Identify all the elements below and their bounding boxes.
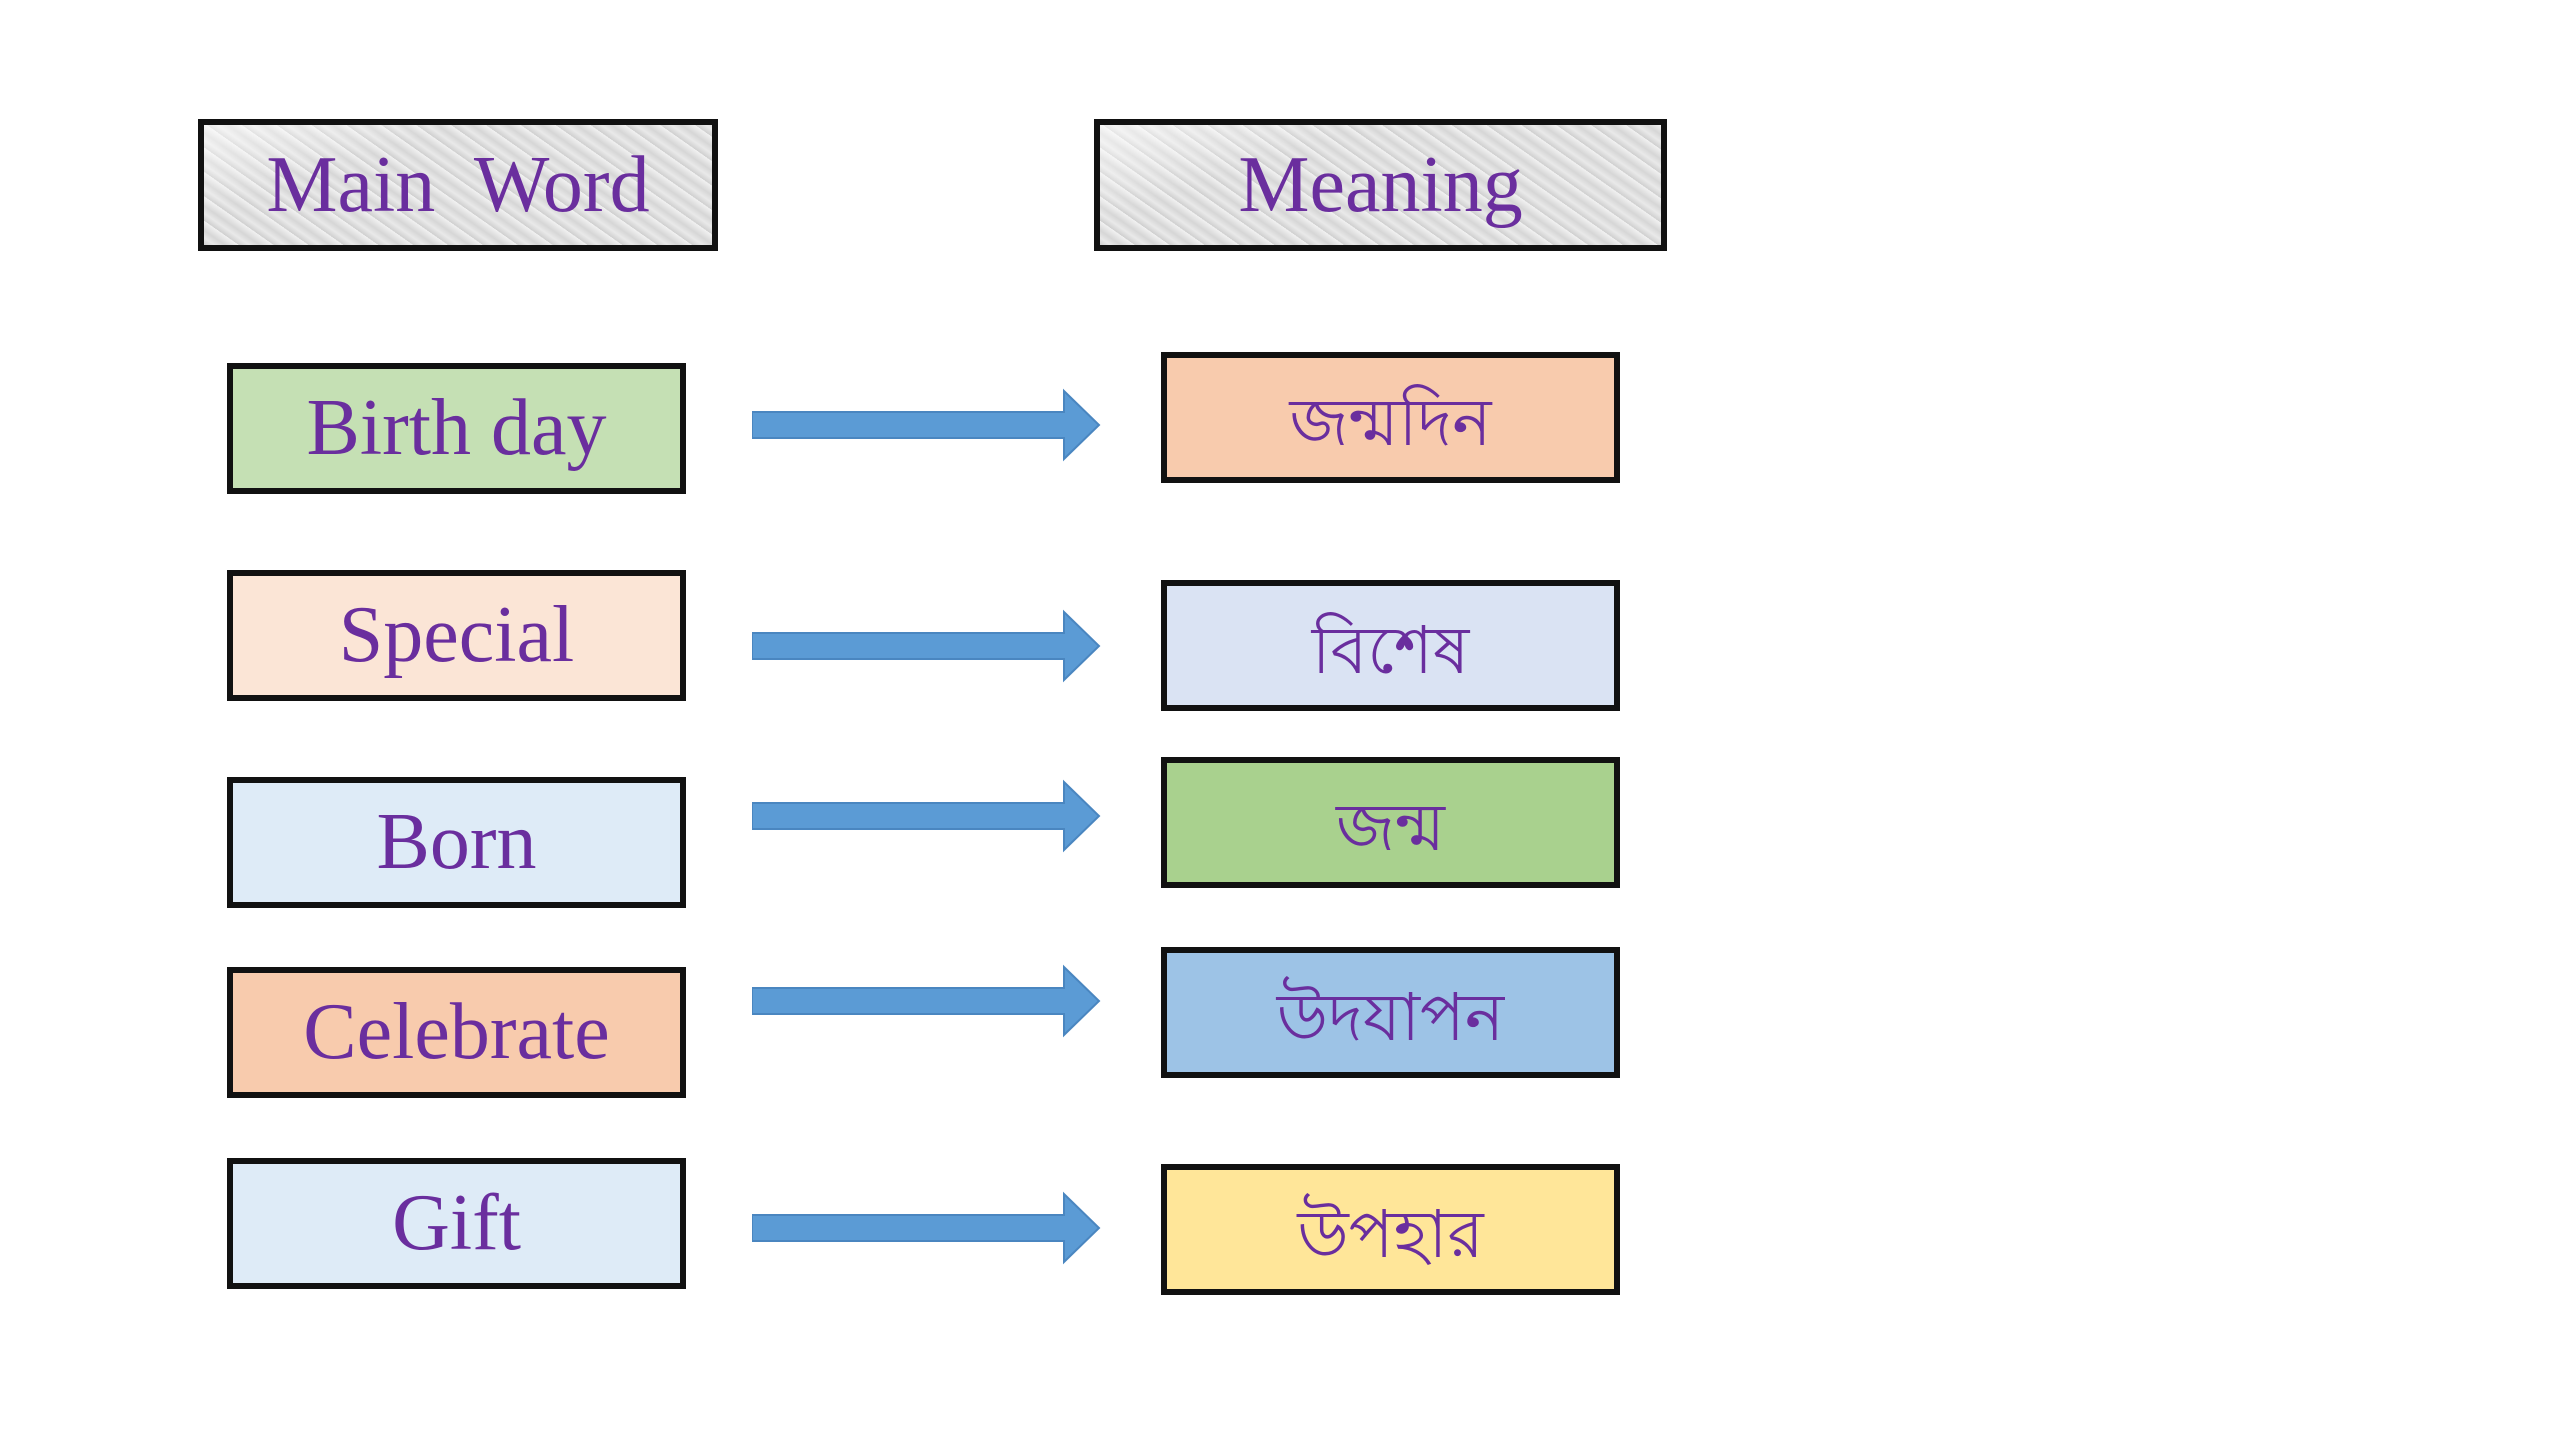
word-label: Celebrate <box>303 988 610 1076</box>
word-box: Born <box>227 777 686 908</box>
word-box: Birth day <box>227 363 686 494</box>
word-label: Born <box>376 798 537 886</box>
word-label: Gift <box>392 1179 521 1267</box>
meaning-label: বিশেষ <box>1311 612 1470 689</box>
meaning-box: জন্ম <box>1161 757 1620 888</box>
arrow-right-icon <box>752 609 1101 683</box>
arrow-right-icon <box>752 1191 1101 1265</box>
word-label: Special <box>338 591 575 679</box>
meaning-box: উপহার <box>1161 1164 1620 1295</box>
arrow-right-icon <box>752 779 1101 853</box>
meaning-header: Meaning <box>1094 119 1667 251</box>
meaning-box: বিশেষ <box>1161 580 1620 711</box>
arrow-right-icon <box>752 964 1101 1038</box>
meaning-label: উদযাপন <box>1276 979 1505 1056</box>
meaning-box: উদযাপন <box>1161 947 1620 1078</box>
word-box: Special <box>227 570 686 701</box>
word-box: Gift <box>227 1158 686 1289</box>
meaning-label: জন্ম <box>1336 789 1445 866</box>
arrow-right-icon <box>752 388 1101 462</box>
main-word-header: Main Word <box>198 119 718 251</box>
meaning-label: উপহার <box>1297 1196 1484 1273</box>
meaning-header-label: Meaning <box>1238 140 1523 229</box>
meaning-label: জন্মদিন <box>1289 384 1492 461</box>
word-label: Birth day <box>306 384 607 472</box>
meaning-box: জন্মদিন <box>1161 352 1620 483</box>
main-word-header-label: Main Word <box>266 140 650 229</box>
word-box: Celebrate <box>227 967 686 1098</box>
